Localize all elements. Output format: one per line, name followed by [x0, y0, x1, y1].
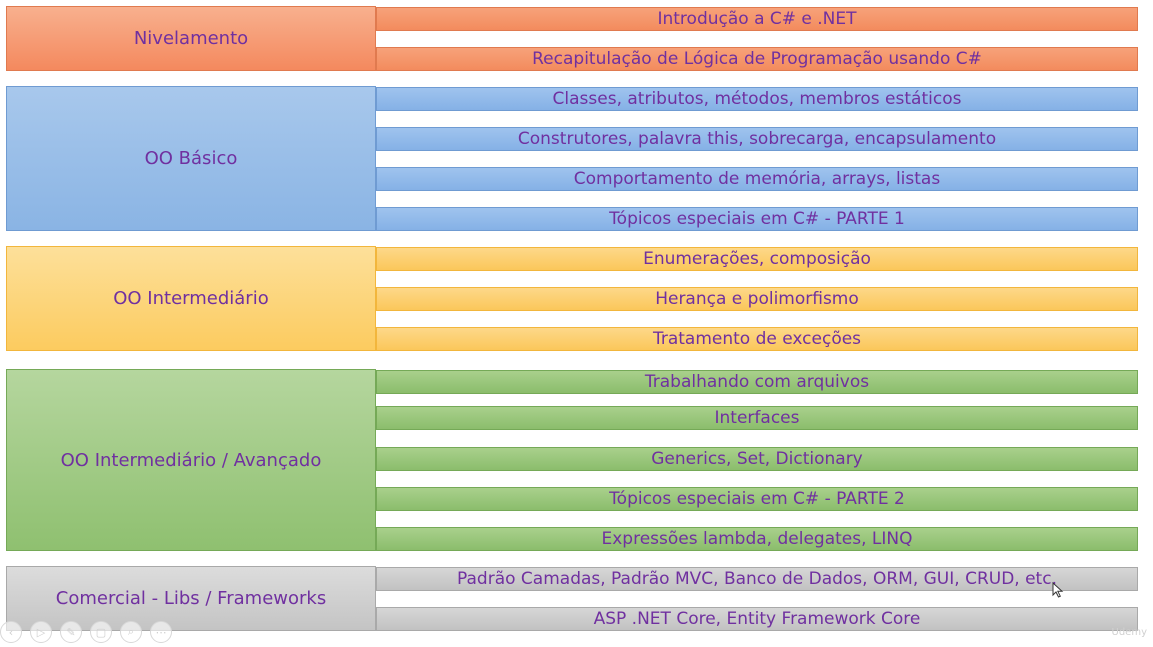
mouse-cursor-icon: [1052, 582, 1064, 598]
group-nivelamento: Nivelamento: [6, 6, 376, 71]
topic-item: Expressões lambda, delegates, LINQ: [376, 527, 1138, 551]
zoom-icon[interactable]: ⌕: [120, 621, 142, 643]
topic-item: Herança e polimorfismo: [376, 287, 1138, 311]
topic-item: ASP .NET Core, Entity Framework Core: [376, 607, 1138, 631]
group-oo-intermediario-avancado: OO Intermediário / Avançado: [6, 369, 376, 551]
pen-icon[interactable]: ✎: [60, 621, 82, 643]
more-icon[interactable]: ⋯: [150, 621, 172, 643]
topic-item: Trabalhando com arquivos: [376, 370, 1138, 394]
group-label: OO Intermediário: [113, 288, 269, 309]
topic-item: Recapitulação de Lógica de Programação u…: [376, 47, 1138, 71]
group-oo-basico: OO Básico: [6, 86, 376, 231]
topic-item: Tópicos especiais em C# - PARTE 2: [376, 487, 1138, 511]
slideshow-controls: ‹ ▷ ✎ ▢ ⌕ ⋯: [0, 620, 172, 644]
group-label: Comercial - Libs / Frameworks: [55, 588, 327, 609]
group-label: OO Intermediário / Avançado: [60, 449, 322, 471]
topic-item: Introdução a C# e .NET: [376, 7, 1138, 31]
topic-item: Generics, Set, Dictionary: [376, 447, 1138, 471]
udemy-watermark: Udemy: [1111, 627, 1147, 638]
group-label: OO Básico: [144, 148, 238, 169]
group-comercial: Comercial - Libs / Frameworks: [6, 566, 376, 631]
topic-item: Padrão Camadas, Padrão MVC, Banco de Dad…: [376, 567, 1138, 591]
topic-item: Tópicos especiais em C# - PARTE 1: [376, 207, 1138, 231]
topic-item: Enumerações, composição: [376, 247, 1138, 271]
play-icon[interactable]: ▷: [30, 621, 52, 643]
group-label: Nivelamento: [133, 28, 249, 49]
topic-item: Tratamento de exceções: [376, 327, 1138, 351]
slides-icon[interactable]: ▢: [90, 621, 112, 643]
topic-item: Interfaces: [376, 406, 1138, 430]
topic-item: Construtores, palavra this, sobrecarga, …: [376, 127, 1138, 151]
back-icon[interactable]: ‹: [0, 621, 22, 643]
topic-item: Classes, atributos, métodos, membros est…: [376, 87, 1138, 111]
topic-item: Comportamento de memória, arrays, listas: [376, 167, 1138, 191]
group-oo-intermediario: OO Intermediário: [6, 246, 376, 351]
